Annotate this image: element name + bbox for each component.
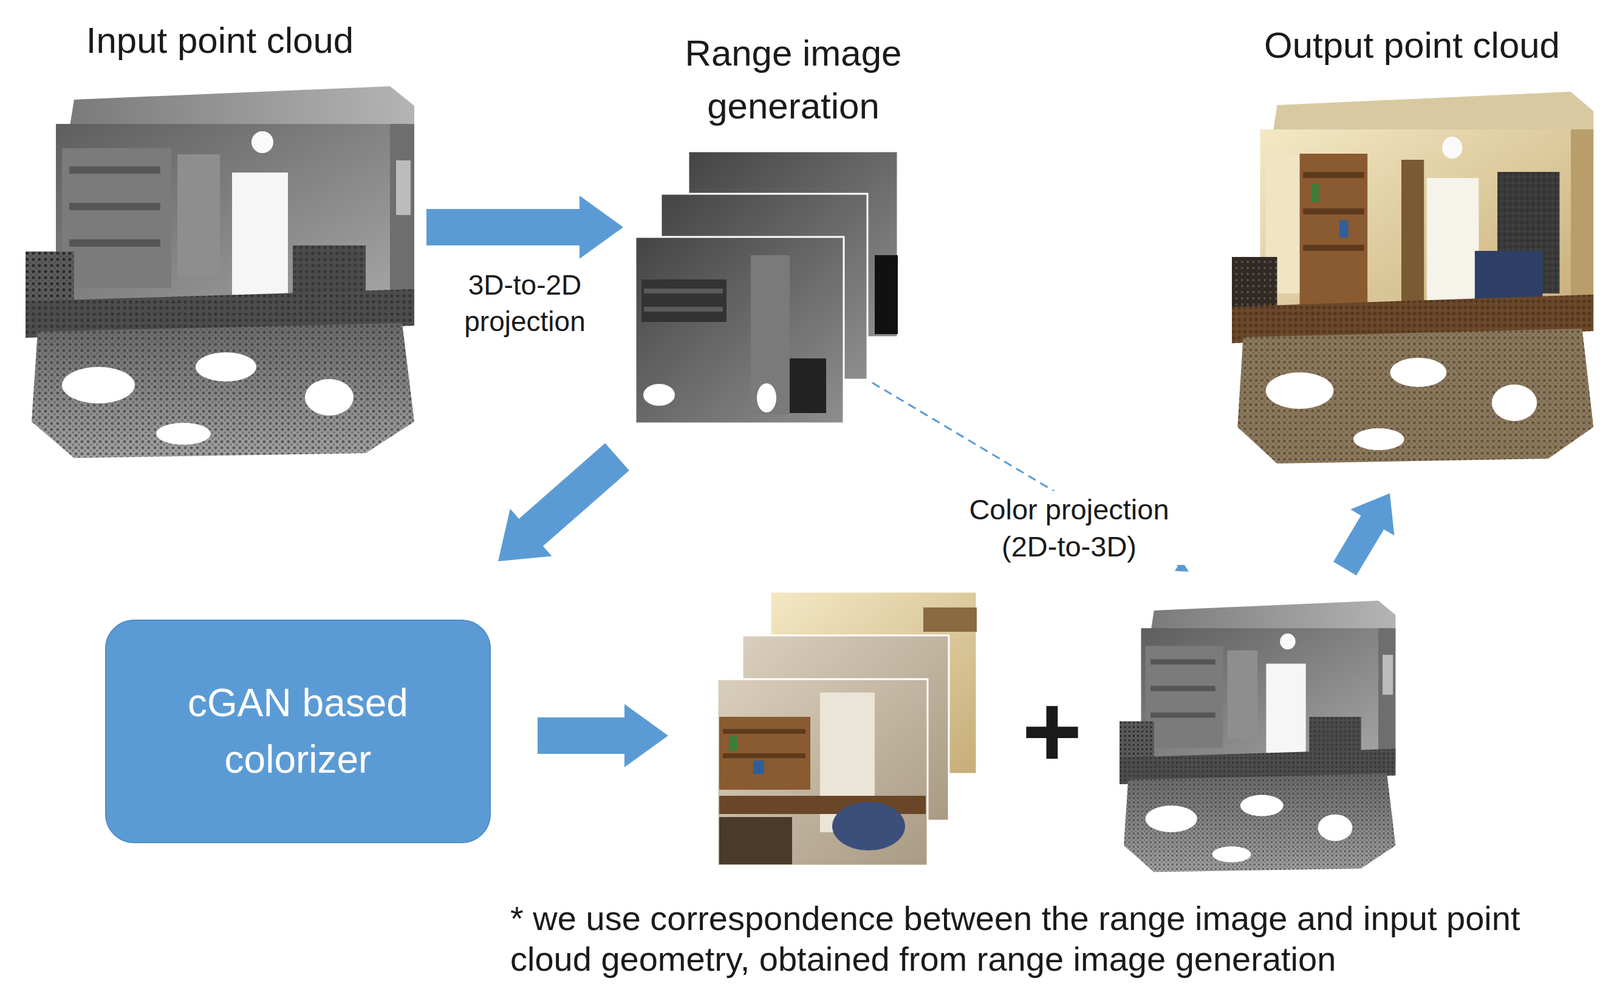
annotation: Color projection (2D-to-3D) — [944, 490, 1194, 565]
block-arrow — [498, 443, 630, 562]
edge-label: 3D-to-2D projection — [439, 267, 610, 341]
heading: Input point cloud — [25, 17, 415, 65]
heading: Range image generation — [659, 26, 927, 133]
point-cloud — [1119, 600, 1396, 873]
point-cloud — [25, 86, 415, 459]
box-label: cGAN based colorizer — [170, 674, 426, 788]
block-arrow — [426, 195, 624, 259]
output-cloud-node: Output point cloud — [1227, 21, 1597, 460]
heading: Output point cloud — [1227, 21, 1597, 70]
footnote: * we use correspondence between the rang… — [510, 897, 1568, 980]
plus-sign: + — [1015, 679, 1089, 783]
colored-point-cloud — [1231, 91, 1594, 464]
input-cloud-node: Input point cloud — [25, 17, 415, 460]
range-image-node: Range image generation — [635, 26, 914, 424]
block-arrow — [1333, 493, 1395, 576]
range-images — [635, 151, 898, 424]
block-arrow — [537, 704, 669, 768]
colorized-images — [717, 591, 977, 866]
process-box: cGAN based colorizer — [105, 619, 491, 844]
